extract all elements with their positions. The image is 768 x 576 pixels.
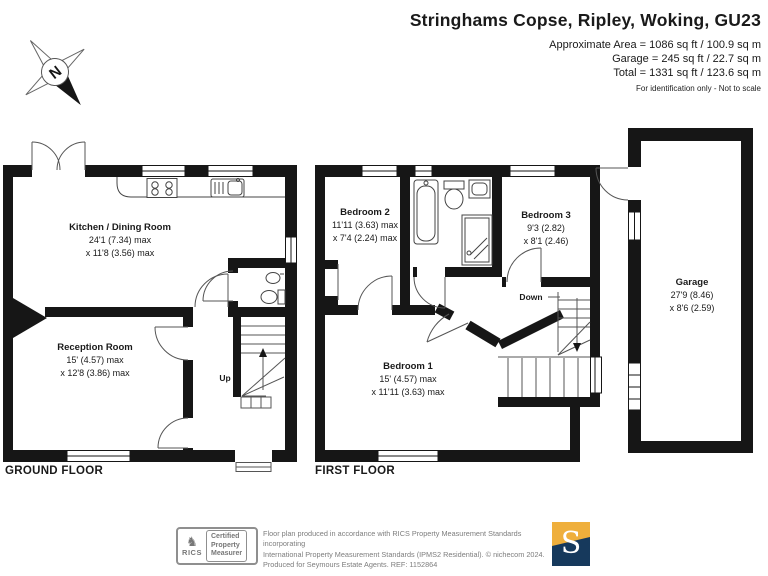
bedroom3-label: Bedroom 3 9'3 (2.82) x 8'1 (2.46): [521, 210, 571, 246]
bathroom-fixtures: [413, 179, 493, 266]
garage-label: Garage 27'9 (8.46) x 8'6 (2.59): [669, 277, 715, 313]
first-floor-windows: [361, 165, 602, 462]
down-arrow: [573, 343, 581, 352]
seymours-logo: S: [552, 522, 590, 566]
ground-floor-doors: [31, 141, 234, 449]
total-area: Total = 1331 sq ft / 123.6 sq m: [613, 67, 761, 79]
ground-floor-caption: GROUND FLOOR: [5, 465, 104, 477]
reception-label: Reception Room 15' (4.57) max x 12'8 (3.…: [57, 342, 133, 378]
rics-lion-icon: ♞ RICS: [182, 533, 202, 557]
ground-stairs: [240, 325, 286, 409]
front-steps: [235, 462, 272, 472]
first-floor-stairs: [498, 292, 591, 397]
bedroom1-label: Bedroom 1 15' (4.57) max x 11'11 (3.63) …: [371, 361, 445, 397]
seymours-logo-graphic: [552, 522, 590, 566]
first-floor-diagonal-walls: [434, 303, 565, 350]
footer-disclaimer: Floor plan produced in accordance with R…: [263, 529, 545, 570]
page-title: Stringhams Copse, Ripley, Woking, GU23: [409, 10, 761, 30]
wc-fixtures: [260, 272, 286, 305]
kitchen-label: Kitchen / Dining Room 24'1 (7.34) max x …: [69, 222, 171, 258]
garage-openings: [595, 167, 641, 411]
seymours-logo-letter: S: [560, 526, 582, 561]
rics-logo: ♞ RICS Certified Property Measurer: [176, 527, 258, 565]
ground-floor-walls: [3, 165, 297, 462]
first-floor-walls: [315, 165, 600, 462]
garage-walls: [628, 128, 753, 453]
stairs-down-label: Down: [519, 292, 543, 302]
compass-rose: N: [25, 40, 85, 106]
kitchen-counter: [116, 177, 285, 198]
bedroom2-label: Bedroom 2 11'11 (3.63) max x 7'4 (2.24) …: [332, 207, 398, 243]
stairs-up-label: Up: [219, 373, 231, 383]
ground-floor-windows: [66, 165, 297, 462]
up-arrow: [259, 348, 267, 357]
identification-note: For identification only - Not to scale: [636, 84, 761, 93]
rics-certified-text: Certified Property Measurer: [206, 530, 248, 562]
garage-area: Garage = 245 sq ft / 22.7 sq m: [612, 53, 761, 65]
header: Stringhams Copse, Ripley, Woking, GU23 A…: [410, 10, 761, 93]
first-floor-doors: [337, 247, 542, 343]
approximate-area: Approximate Area = 1086 sq ft / 100.9 sq…: [549, 39, 761, 51]
first-floor-caption: FIRST FLOOR: [315, 465, 395, 477]
